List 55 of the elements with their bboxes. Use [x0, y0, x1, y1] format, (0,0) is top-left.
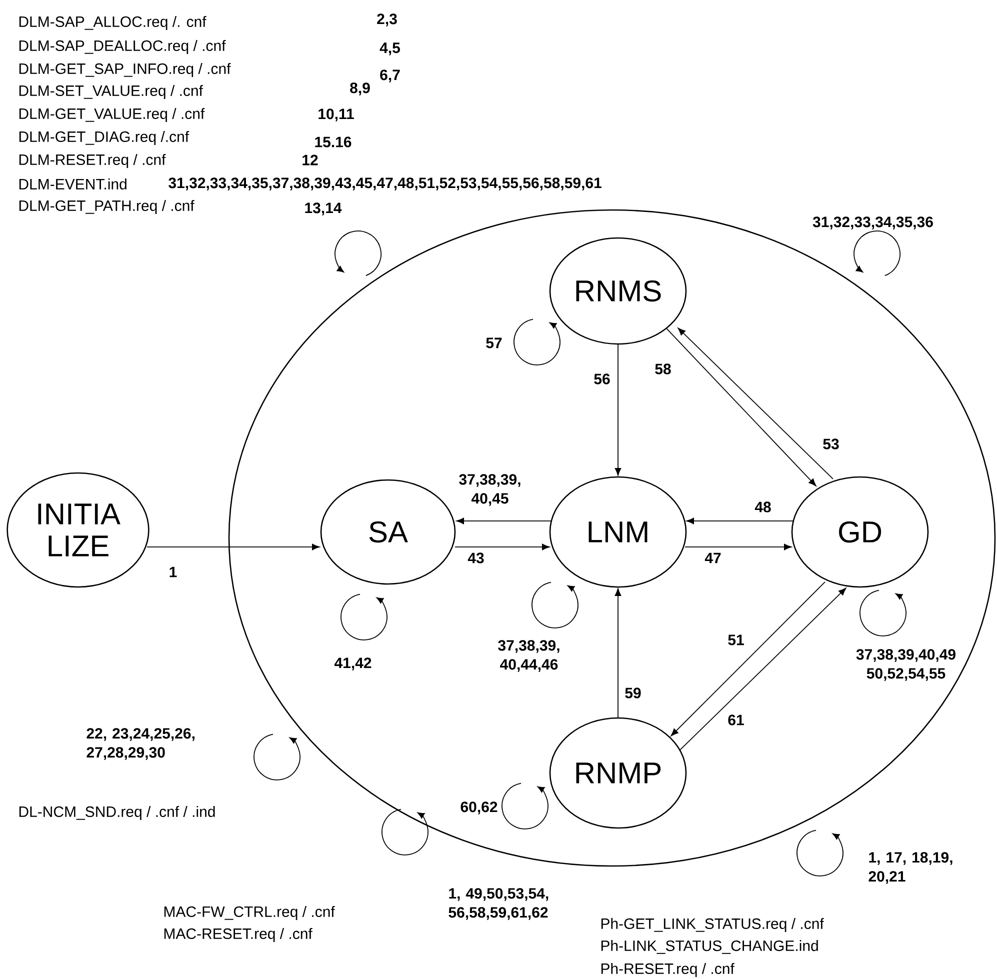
arrow	[614, 344, 622, 476]
number-label: 37,38,39, 40,44,46	[498, 640, 560, 672]
number-label: 2,3	[377, 14, 397, 26]
number-label: 4,5	[380, 42, 400, 56]
edge-label: 43	[466, 552, 486, 564]
primitive-label: DLM-GET_DIAG.req /.cnf	[19, 131, 190, 145]
number-label: 10,11	[318, 108, 354, 122]
number-label: 6,7	[380, 70, 400, 82]
primitive-label: DLM-SAP_DEALLOC.req / .cnf	[19, 40, 226, 54]
edge-label: 59	[624, 686, 642, 700]
edge-label: 51	[726, 634, 746, 646]
number-label: 41,42	[334, 658, 372, 670]
number-label: 8,9	[350, 82, 370, 96]
arrow	[684, 544, 792, 550]
arrow	[146, 544, 320, 550]
primitive-label: Ph-LINK_STATUS_CHANGE.ind	[601, 940, 818, 954]
number-label: 60,62	[460, 802, 498, 814]
primitive-label: MAC-RESET.req / .cnf	[164, 928, 312, 942]
number-label: 57	[486, 338, 502, 348]
arrow	[614, 588, 622, 718]
edge-label: 53	[822, 438, 840, 450]
number-label: 31,32,33,34,35,37,38,39,43,45,47,48,51,52,53,54,55,56,58,59,61	[168, 178, 602, 190]
arrow	[686, 518, 794, 524]
edge-label: 58	[654, 362, 672, 376]
number-label: 37,38,39,40,49 50,52,54,55	[856, 649, 956, 681]
edge-label: 47	[704, 552, 722, 564]
primitive-label: DLM-GET_VALUE.req / .cnf	[19, 108, 205, 122]
primitive-label: DL-NCM_SND.req / .cnf / .ind	[19, 806, 215, 820]
primitive-label: Ph-RESET.req / .cnf	[601, 963, 734, 977]
number-label: 15.16	[315, 136, 352, 148]
primitive-label: DLM-SET_VALUE.req / .cnf	[19, 85, 203, 99]
primitive-label: DLM-RESET.req / .cnf	[19, 154, 166, 168]
number-label: 1, 17, 18,19, 20,21	[868, 852, 952, 884]
edge-label: 1	[168, 566, 178, 578]
arrow	[456, 518, 552, 524]
arrow	[678, 328, 834, 480]
edge-label: 56	[592, 372, 612, 386]
number-label: 31,32,33,34,35,36	[812, 216, 933, 230]
primitive-label: DLM-SAP_ALLOC.req /. cnf	[19, 16, 206, 30]
primitive-label: Ph-GET_LINK_STATUS.req / .cnf	[601, 918, 824, 932]
arrow	[680, 588, 846, 750]
arrow	[670, 582, 826, 736]
primitive-label: DLM-GET_SAP_INFO.req / .cnf	[19, 63, 231, 77]
number-label: 1, 49,50,53,54, 56,58,59,61,62	[448, 888, 548, 920]
arrow	[666, 328, 816, 486]
edge-label: 37,38,39, 40,45	[454, 473, 526, 507]
edge-label: 61	[726, 714, 746, 726]
arrow	[454, 544, 550, 550]
number-label: 13,14	[305, 202, 342, 216]
number-label: 22, 23,24,25,26, 27,28,29,30	[86, 728, 194, 760]
primitive-label: DLM-EVENT.ind	[19, 178, 126, 190]
edge-label: 48	[754, 500, 772, 514]
number-label: 12	[302, 154, 318, 166]
primitive-label: MAC-FW_CTRL.req / .cnf	[164, 906, 335, 920]
primitive-label: DLM-GET_PATH.req / .cnf	[19, 200, 194, 214]
